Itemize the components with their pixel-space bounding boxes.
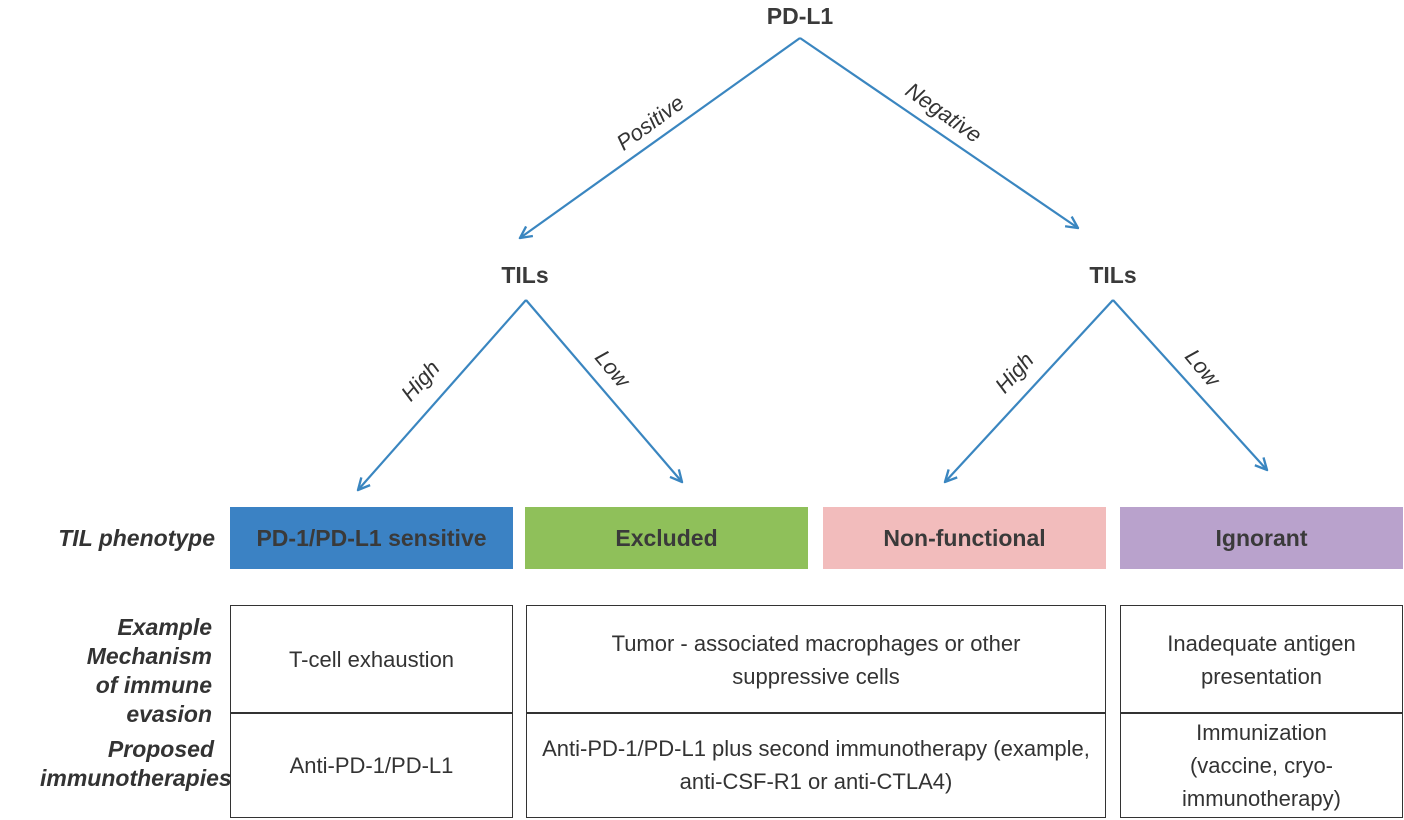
phenotype-ignorant: Ignorant <box>1120 507 1403 569</box>
immunotherapy-cell-col1: Anti-PD-1/PD-L1 <box>230 712 513 818</box>
immunotherapy-cell-col4: Immunization (vaccine, cryo-immunotherap… <box>1120 712 1403 818</box>
arrow-positive <box>520 37 801 238</box>
row-label-til-phenotype: TIL phenotype <box>58 525 215 551</box>
arrow-negative <box>799 37 1078 228</box>
phenotype-excluded: Excluded <box>525 507 808 569</box>
arrow-left-low <box>525 299 682 482</box>
mechanism-cell-col1: T-cell exhaustion <box>230 605 513 714</box>
tils-node-left: TILs <box>501 262 549 288</box>
immunotherapy-cell-col23: Anti-PD-1/PD-L1 plus second immunotherap… <box>526 712 1106 818</box>
phenotype-pd1-sensitive: PD-1/PD-L1 sensitive <box>230 507 513 569</box>
mechanism-cell-col23: Tumor - associated macrophages or other … <box>526 605 1106 714</box>
arrow-right-low <box>1112 299 1267 470</box>
arrow-left-high <box>358 299 527 490</box>
mechanism-cell-col4: Inadequate antigen presentation <box>1120 605 1403 714</box>
root-node-pd-l1: PD-L1 <box>766 3 834 29</box>
tils-node-right: TILs <box>1089 262 1137 288</box>
decision-tree-arrows <box>0 37 1404 600</box>
phenotype-non-functional: Non-functional <box>823 507 1106 569</box>
arrow-right-high <box>945 299 1114 482</box>
row-label-mechanism: Example Mechanism of immune evasion <box>86 614 212 727</box>
row-label-immunotherapies: Proposed immunotherapies <box>40 736 232 791</box>
